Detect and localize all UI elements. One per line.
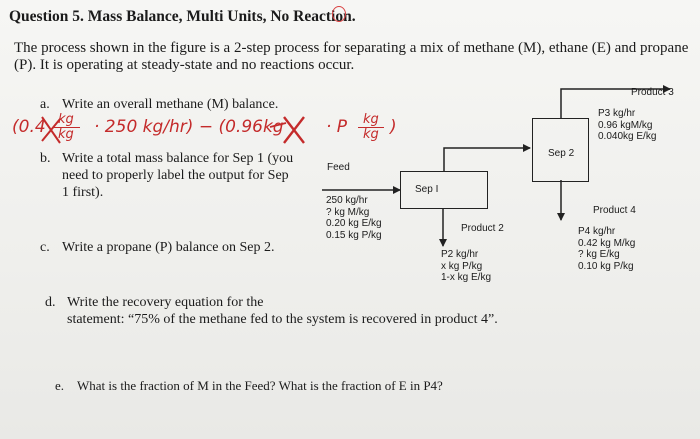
hw-close: ) (390, 117, 397, 137)
product4-line-1: P4 kg/hr (578, 226, 616, 237)
product3-line-1: P3 kg/hr (598, 108, 636, 119)
product4-label: Product 4 (593, 205, 636, 216)
hw-end: · P (326, 117, 348, 137)
hw-frac2: kg kg (358, 113, 384, 142)
product4-line-4: 0.10 kg P/kg (578, 260, 634, 272)
intro-line-2: (P). It is operating at steady-state and… (14, 57, 355, 73)
sep2-unit: Sep 2 (532, 118, 589, 182)
product3-stream-info: P3 kg/hr 0.96 kgM/kg 0.040kg E/kg (598, 108, 656, 143)
product2-stream-info: P2 kg/hr x kg P/kg 1-x kg E/kg (441, 249, 491, 284)
product2-label: Product 2 (461, 223, 504, 234)
part-e-letter: e. (55, 378, 65, 393)
question-title: Question 5. Mass Balance, Multi Units, N… (9, 8, 356, 25)
part-d: d. Write the recovery equation for the st… (45, 294, 498, 328)
hw-open: (0.4 (12, 117, 46, 137)
product2-line-1: P2 kg/hr (441, 249, 479, 260)
part-b-line-1: Write a total mass balance for Sep 1 (yo… (62, 151, 294, 166)
hw-mid: · 250 kg/hr) − (0.96kg (94, 117, 284, 137)
question-intro: The process shown in the figure is a 2-s… (14, 40, 688, 74)
product2-line-3: 1-x kg E/kg (441, 272, 492, 283)
handwritten-circle-mark (332, 6, 346, 22)
part-d-line-1: Write the recovery equation for the (67, 295, 264, 310)
part-e-text: What is the fraction of M in the Feed? W… (77, 378, 443, 393)
product3-line-3: 0.040kg E/kg (598, 131, 657, 142)
sep2-label: Sep 2 (548, 148, 575, 159)
product3-line-2: 0.96 kgM/kg (598, 119, 653, 131)
sep1-to-sep2-line (443, 144, 531, 172)
part-c: c. Write a propane (P) balance on Sep 2. (40, 239, 274, 256)
product4-line-3: ? kg E/kg (578, 249, 620, 260)
feed-stream-info: 250 kg/hr ? kg M/kg 0.20 kg E/kg 0.15 kg… (326, 195, 382, 241)
part-b-letter: b. (40, 151, 51, 166)
part-d-line-2: statement: “75% of the methane fed to th… (67, 312, 498, 327)
part-b-line-2: need to properly label the output for Se… (62, 168, 289, 183)
hw-crossouts (41, 116, 305, 144)
product3-stream-line (560, 85, 671, 118)
part-c-text: Write a propane (P) balance on Sep 2. (62, 240, 275, 255)
part-b: b. Write a total mass balance for Sep 1 (… (40, 150, 293, 201)
part-a-text: Write an overall methane (M) balance. (62, 97, 279, 112)
hw-frac1: kg kg (52, 113, 80, 142)
part-d-letter: d. (45, 295, 56, 310)
hw-frac1-num: kg (52, 113, 80, 128)
feed-line-1: 250 kg/hr (326, 195, 368, 206)
feed-line-4: 0.15 kg P/kg (326, 229, 382, 241)
hw-frac2-num: kg (358, 113, 384, 128)
hw-frac1-den: kg (58, 127, 74, 142)
feed-label: Feed (327, 162, 350, 173)
feed-line-2: ? kg M/kg (326, 206, 370, 218)
product3-label: Product 3 (631, 87, 674, 98)
sep1-unit: Sep I (400, 171, 488, 209)
product2-line-2: x kg P/kg (441, 260, 483, 272)
part-a: a. Write an overall methane (M) balance. (40, 96, 278, 113)
feed-line-3: 0.20 kg E/kg (326, 218, 382, 229)
part-c-letter: c. (40, 240, 50, 255)
part-a-letter: a. (40, 97, 50, 112)
part-b-line-3: 1 first). (62, 185, 104, 200)
hw-frac2-den: kg (363, 127, 379, 142)
product4-line-2: 0.42 kg M/kg (578, 237, 636, 249)
sep1-label: Sep I (415, 184, 439, 195)
part-e: e. What is the fraction of M in the Feed?… (55, 377, 443, 394)
intro-line-1: The process shown in the figure is a 2-s… (14, 40, 689, 56)
product4-stream-info: P4 kg/hr 0.42 kg M/kg ? kg E/kg 0.10 kg … (578, 226, 635, 272)
